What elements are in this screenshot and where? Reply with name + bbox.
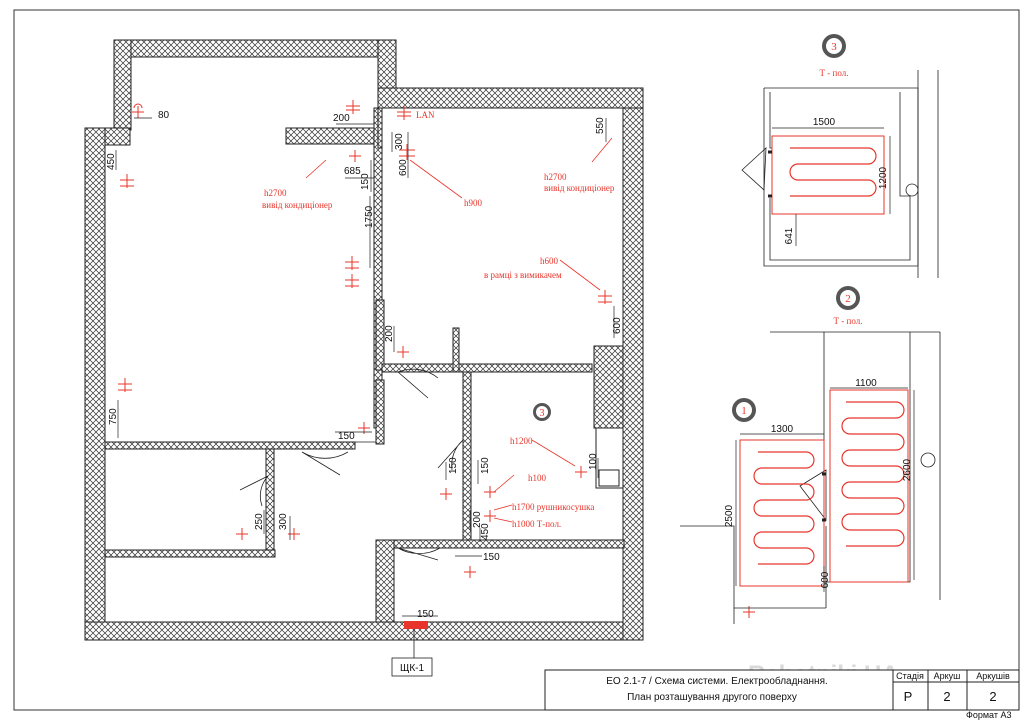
dim-250: 250: [254, 513, 265, 530]
dim-150-b: 150: [338, 431, 355, 442]
note-h1700: h1700 рушникосушка: [512, 502, 594, 512]
dim-685: 685: [344, 166, 361, 177]
dim-750: 750: [108, 408, 119, 425]
panel-label: ЩК-1: [400, 663, 425, 674]
dim-300-b: 300: [278, 513, 289, 530]
stage-header: Стадія: [896, 671, 924, 681]
leader-lines: [305, 137, 613, 523]
note-ac-right-h: h2700: [544, 172, 567, 182]
outlet-icon: [397, 106, 411, 120]
dim-80: 80: [158, 110, 170, 121]
note-ac-right-t: вивід кондиціонер: [544, 183, 615, 193]
dim-200-c: 200: [472, 511, 483, 528]
dim-200-mid: 200: [384, 325, 395, 342]
zone3-label: Т - пол.: [820, 68, 849, 78]
note-h100: h100: [528, 473, 547, 483]
dim-300-a: 300: [394, 133, 405, 150]
dim-200: 200: [333, 113, 350, 124]
door-swings: [239, 368, 464, 561]
title-line-1: ЕО 2.1-7 / Схема системи. Електрообладна…: [606, 675, 828, 687]
sheets-value: 2: [989, 689, 996, 704]
format-label: Формат А3: [966, 710, 1011, 720]
plan-zone-3-marker: 3: [533, 403, 551, 421]
dim-150-f: 150: [417, 609, 434, 620]
svg-text:3: 3: [540, 408, 545, 419]
dim-600-a: 600: [398, 159, 409, 176]
outlet-icon: [464, 566, 476, 578]
dim-100: 100: [588, 453, 599, 470]
note-h1200: h1200: [510, 436, 533, 446]
zone2-number: 2: [845, 293, 851, 305]
svg-text:2500: 2500: [724, 504, 735, 527]
outlet-symbols: [118, 100, 755, 618]
outlet-icon: [132, 103, 144, 118]
dim-600-b: 600: [612, 317, 623, 334]
outlet-icon: [399, 144, 415, 160]
outlet-icon: [120, 174, 134, 188]
detail-zone-3: 3 Т - пол. 1500 1200 641: [741, 34, 939, 278]
svg-text:600: 600: [820, 571, 831, 588]
note-frame: в рамці з вимикачем: [484, 270, 562, 280]
sheet-frame: [13, 9, 1020, 711]
dim-450-b: 450: [480, 523, 491, 540]
outlet-icon: [397, 346, 409, 358]
panel-shk1: [404, 621, 428, 629]
dim-550: 550: [595, 117, 606, 134]
dim-150-e: 150: [483, 552, 500, 563]
outlet-icon: [575, 466, 587, 478]
note-h600: h600: [540, 256, 559, 266]
title-block: ЕО 2.1-7 / Схема системи. Електрообладна…: [544, 669, 1020, 711]
dim-150-c: 150: [448, 457, 459, 474]
svg-text:2600: 2600: [902, 458, 913, 481]
outlet-icon: [118, 378, 132, 392]
outlet-icon: [440, 488, 452, 500]
panel-label-box: [391, 657, 433, 677]
svg-text:1500: 1500: [813, 117, 836, 128]
note-lan: LAN: [416, 110, 435, 120]
note-h1000: h1000 Т-пол.: [512, 519, 561, 529]
svg-text:1200: 1200: [878, 166, 889, 189]
zone3-number: 3: [831, 41, 837, 53]
sheet-value: 2: [943, 689, 950, 704]
outlet-icon: [598, 290, 612, 304]
sheets-header: Аркушів: [976, 671, 1010, 681]
note-ac-left-t: вивід кондиціонер: [262, 200, 333, 210]
svg-text:1300: 1300: [771, 424, 794, 435]
dim-150-d: 150: [480, 457, 491, 474]
outlet-icon: [236, 528, 248, 540]
outlet-icon: [484, 510, 496, 522]
svg-text:1100: 1100: [855, 378, 877, 389]
sheet-header: Аркуш: [934, 671, 961, 681]
note-h900: h900: [464, 198, 483, 208]
stage-value: Р: [904, 689, 913, 704]
dimension-texts: 80 200 685 150 450 1750 300 600 550 200 …: [106, 110, 623, 620]
outlet-icon: [345, 256, 359, 270]
zone2-label: Т - пол.: [834, 316, 863, 326]
note-ac-left-h: h2700: [264, 188, 287, 198]
outlet-icon: [345, 274, 359, 288]
dim-1750: 1750: [364, 205, 375, 228]
red-annotations: LAN h2700 вивід кондиціонер h900 h2700 в…: [262, 110, 615, 529]
title-line-2: План розташування другого поверху: [627, 692, 797, 703]
detail-zone-1: 1 1300 2500 600: [680, 398, 831, 624]
zone1-number: 1: [741, 405, 747, 417]
outlet-icon: [349, 150, 361, 162]
dim-450: 450: [106, 153, 117, 170]
dimension-lines: [115, 117, 615, 617]
detail-zone-2: 2 Т - пол. 1100 2600: [770, 286, 941, 600]
outlet-icon: [346, 100, 360, 114]
dim-150-a: 150: [360, 173, 371, 190]
floor-plan-walls: [84, 39, 644, 641]
svg-text:641: 641: [784, 227, 795, 244]
